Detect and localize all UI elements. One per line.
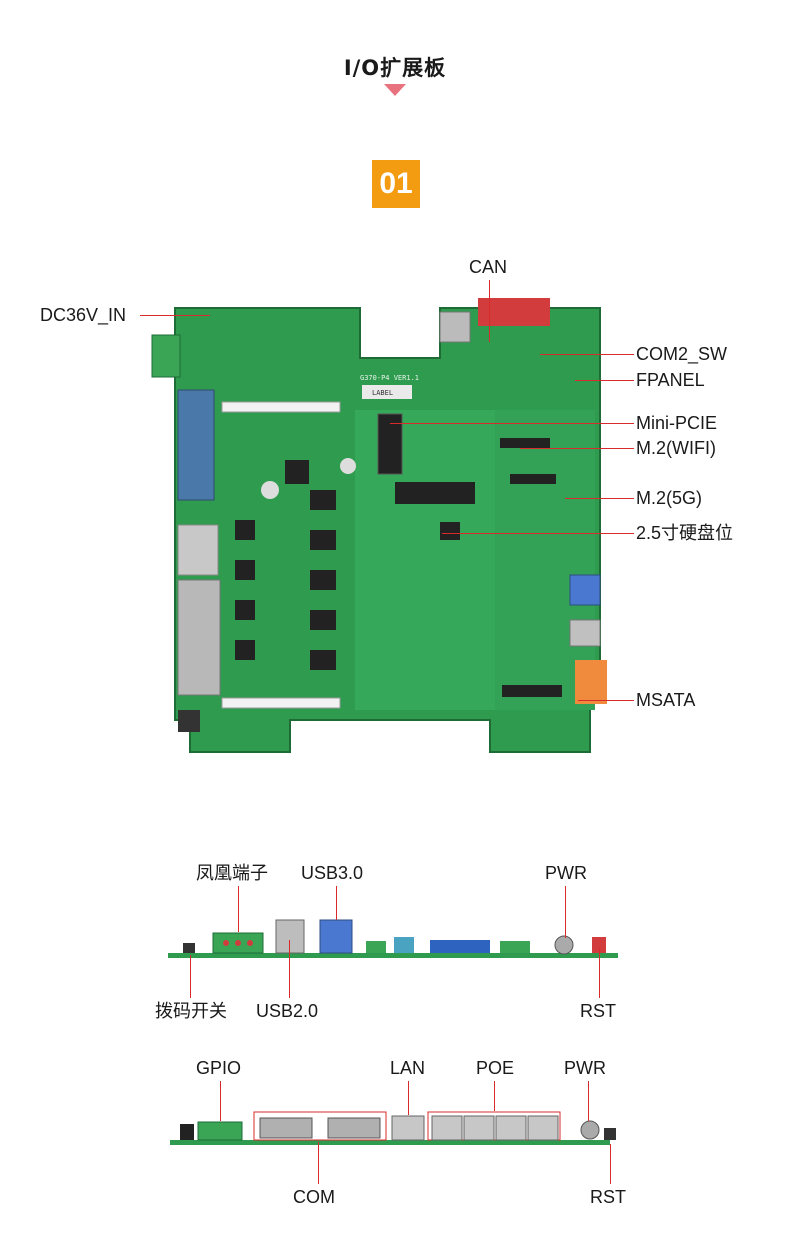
label-usb2: USB2.0: [256, 1001, 319, 1021]
label-mini-pcie: Mini-PCIE: [636, 413, 718, 433]
callout-hdd-bay: [442, 533, 634, 534]
callout-mini-pcie: [390, 423, 634, 424]
label-hdd-bay: 2.5寸硬盘位: [636, 523, 734, 543]
callout-lan: [408, 1081, 409, 1115]
side-view-2-illustration: [170, 1111, 616, 1145]
callout-usb3: [336, 886, 337, 920]
callout-fpanel: [575, 380, 634, 381]
callout-pwr-top: [565, 886, 566, 938]
callout-com: [318, 1142, 319, 1184]
label-phoenix-terminal: 凤凰端子: [196, 863, 268, 883]
board-illustration: G370-P4 VER1.1 LABEL: [151, 298, 607, 753]
callout-can: [489, 280, 490, 342]
callout-dip-switch: [190, 955, 191, 998]
side-view-2: [170, 1110, 620, 1150]
label-com: COM: [293, 1187, 335, 1207]
callout-poe: [494, 1081, 495, 1111]
label-usb3: USB3.0: [301, 863, 364, 883]
label-msata: MSATA: [636, 690, 696, 710]
label-m2-5g: M.2(5G): [636, 488, 703, 508]
label-pwr-bottom: PWR: [564, 1058, 606, 1078]
down-arrow-icon: [384, 84, 406, 96]
silk-model: G370-P4 VER1.1: [360, 374, 419, 382]
side-view-1: [168, 915, 618, 960]
label-m2-wifi: M.2(WIFI): [636, 438, 716, 458]
label-rst-top: RST: [580, 1001, 616, 1021]
callout-gpio: [220, 1081, 221, 1121]
label-dc36v-in: DC36V_IN: [40, 305, 127, 325]
callout-usb2: [289, 940, 290, 998]
callout-rst-bottom: [610, 1144, 611, 1184]
label-fpanel: FPANEL: [636, 370, 705, 390]
label-pwr-top: PWR: [545, 863, 587, 883]
silk-label: LABEL: [372, 389, 393, 397]
side-view-1-illustration: [168, 919, 618, 958]
callout-msata: [578, 700, 634, 701]
callout-m2-wifi: [520, 448, 634, 449]
label-dip-switch: 拨码开关: [155, 1001, 227, 1021]
label-lan: LAN: [390, 1058, 426, 1078]
label-poe: POE: [476, 1058, 515, 1078]
label-com2-sw: COM2_SW: [636, 344, 728, 364]
callout-dc36v-in: [140, 315, 210, 316]
label-rst-bottom: RST: [590, 1187, 626, 1207]
callout-pwr-bottom: [588, 1081, 589, 1121]
label-gpio: GPIO: [196, 1058, 242, 1078]
callout-phoenix-terminal: [238, 886, 239, 932]
page-title: I/O扩展板: [343, 56, 447, 80]
callout-m2-5g: [565, 498, 634, 499]
section-badge: 01: [372, 160, 420, 208]
callout-rst-top: [599, 948, 600, 998]
callout-com2-sw: [540, 354, 634, 355]
board-top-view: G370-P4 VER1.1 LABEL: [150, 290, 620, 760]
label-can: CAN: [469, 257, 508, 277]
